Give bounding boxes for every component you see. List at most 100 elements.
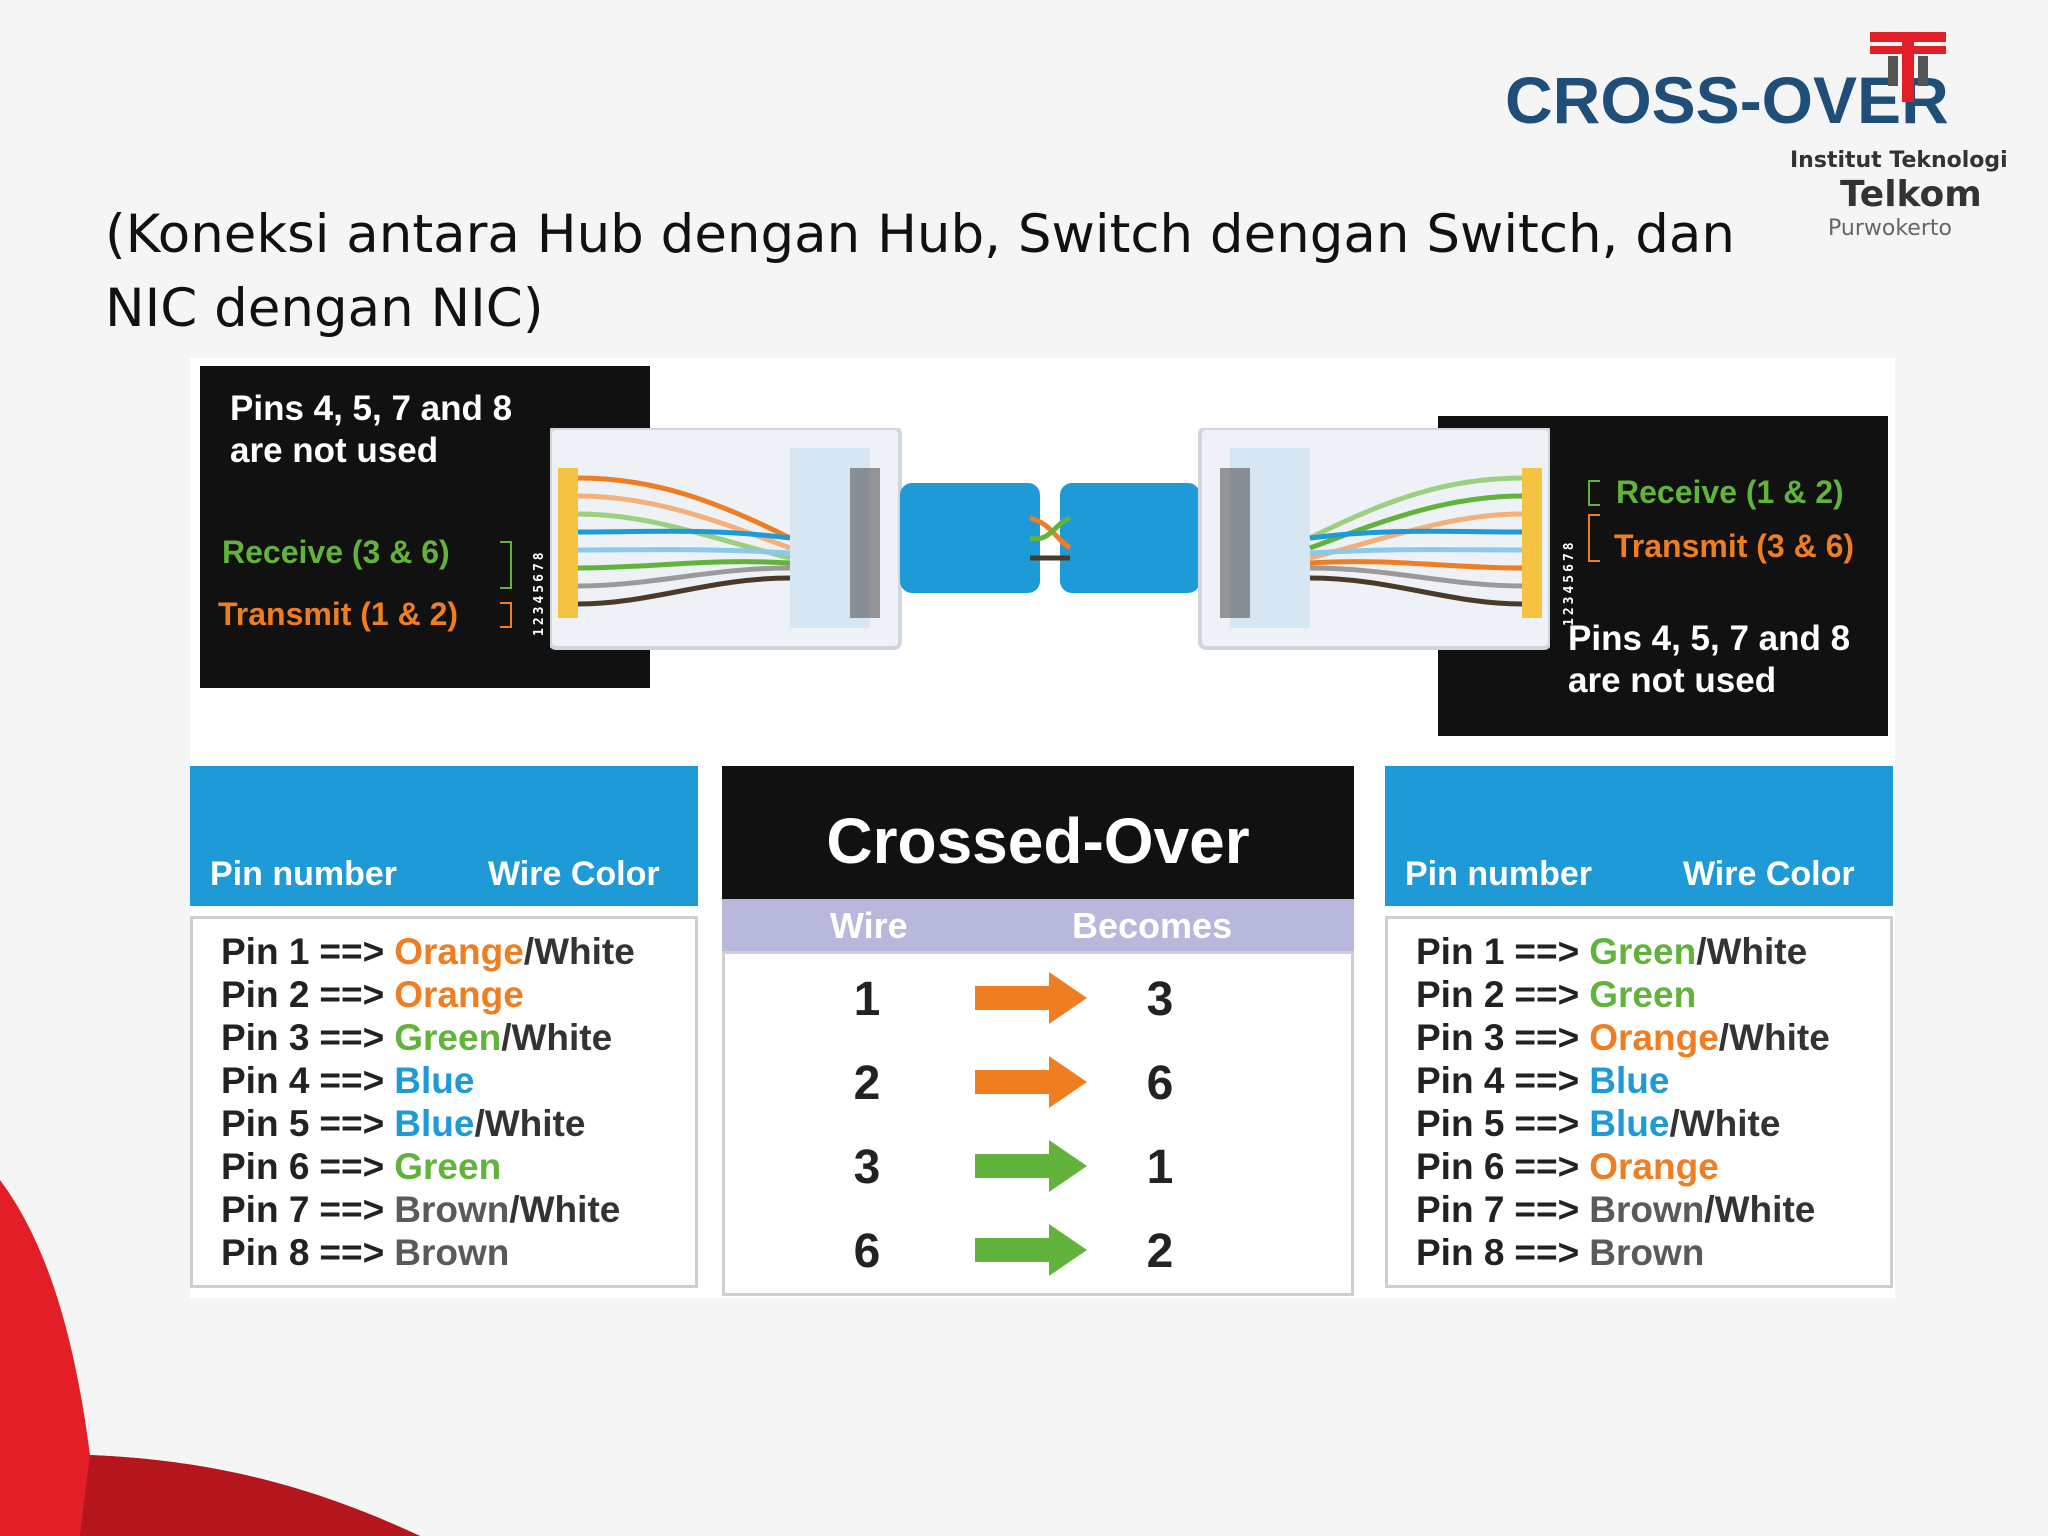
crossover-becomes-number: 1 bbox=[1146, 1141, 1174, 1194]
wire-color-suffix: /White bbox=[501, 1017, 613, 1058]
wire-color-name: Blue bbox=[1589, 1060, 1670, 1101]
pin-row: Pin 1==>Orange/White bbox=[221, 931, 635, 974]
slide-subtitle: (Koneksi antara Hub dengan Hub, Switch d… bbox=[105, 204, 1735, 339]
wire-color-name: Brown bbox=[1589, 1189, 1705, 1230]
crossover-cable-illustration bbox=[550, 428, 1550, 650]
crossover-wire-number: 3 bbox=[853, 1141, 881, 1194]
crossover-arrow-icon bbox=[975, 1224, 1087, 1276]
left-receive-bracket bbox=[500, 541, 512, 589]
pin-label: Pin 4 bbox=[221, 1060, 310, 1101]
crossover-becomes-number: 3 bbox=[1146, 973, 1174, 1026]
wire-color-suffix: /White bbox=[1704, 1189, 1816, 1230]
wire-color-name: Green bbox=[1589, 974, 1697, 1015]
pin-row: Pin 3==>Orange/White bbox=[1416, 1017, 1830, 1060]
wire-color-suffix: /White bbox=[523, 931, 635, 972]
pin-label: Pin 3 bbox=[1416, 1017, 1505, 1058]
pin-label: Pin 5 bbox=[221, 1103, 310, 1144]
right-header-pin-number: Pin number bbox=[1405, 855, 1593, 893]
pin-label: Pin 2 bbox=[221, 974, 310, 1015]
wire-color-name: Brown bbox=[1589, 1232, 1705, 1273]
pin-label: Pin 8 bbox=[221, 1232, 310, 1273]
crossover-col-wire: Wire bbox=[830, 905, 908, 946]
pin-row: Pin 7==>Brown/White bbox=[221, 1189, 620, 1232]
left-header-wire-color: Wire Color bbox=[488, 855, 660, 893]
wire-color-suffix: /White bbox=[1696, 931, 1808, 972]
right-header-wire-color: Wire Color bbox=[1683, 855, 1855, 893]
pin-row: Pin 2==>Orange bbox=[221, 974, 524, 1017]
right-transmit-label: Transmit (3 & 6) bbox=[1614, 528, 1855, 564]
wire-color-name: Orange bbox=[394, 931, 524, 972]
pin-row: Pin 8==>Brown bbox=[221, 1232, 509, 1275]
pin-arrow: ==> bbox=[1514, 1060, 1580, 1101]
wire-color-name: Green bbox=[394, 1017, 502, 1058]
crossover-header: Crossed-Over bbox=[722, 766, 1354, 899]
pin-label: Pin 2 bbox=[1416, 974, 1505, 1015]
wire-color-name: Blue bbox=[394, 1060, 475, 1101]
wire-color-name: Brown bbox=[394, 1232, 510, 1273]
crossover-arrow-icon bbox=[975, 972, 1087, 1024]
right-table-header: Pin number Wire Color bbox=[1385, 766, 1893, 906]
pin-arrow: ==> bbox=[319, 1189, 385, 1230]
right-receive-bracket bbox=[1588, 480, 1600, 506]
left-transmit-label: Transmit (1 & 2) bbox=[218, 596, 459, 632]
right-pin-numbers: 12345678 bbox=[1562, 539, 1577, 626]
telkom-logo-icon bbox=[1870, 32, 1946, 102]
left-header-pin-number: Pin number bbox=[210, 855, 398, 893]
logo-line2: Telkom bbox=[1840, 174, 1982, 215]
left-plug-label-box: Pins 4, 5, 7 and 8 are not used Receive … bbox=[200, 366, 650, 688]
pin-arrow: ==> bbox=[319, 931, 385, 972]
pin-arrow: ==> bbox=[1514, 1232, 1580, 1273]
wire-color-name: Green bbox=[1589, 931, 1697, 972]
crossover-arrow-icon bbox=[975, 1056, 1087, 1108]
pin-row: Pin 5==>Blue/White bbox=[221, 1103, 585, 1146]
right-receive-label: Receive (1 & 2) bbox=[1616, 474, 1844, 510]
left-pin-numbers: 12345678 bbox=[532, 549, 547, 636]
pin-row: Pin 3==>Green/White bbox=[221, 1017, 612, 1060]
pin-label: Pin 6 bbox=[1416, 1146, 1505, 1187]
pin-label: Pin 1 bbox=[1416, 931, 1505, 972]
telkom-logo: Institut Teknologi Telkom Purwokerto bbox=[1780, 22, 2020, 241]
pin-arrow: ==> bbox=[319, 1232, 385, 1273]
pin-row: Pin 2==>Green bbox=[1416, 974, 1696, 1017]
left-not-used-label: Pins 4, 5, 7 and 8 are not used bbox=[230, 389, 513, 470]
wire-color-name: Green bbox=[394, 1146, 502, 1187]
logo-line1: Institut Teknologi bbox=[1790, 148, 2008, 173]
left-transmit-bracket bbox=[500, 602, 512, 628]
wire-color-suffix: /White bbox=[1718, 1017, 1830, 1058]
wire-color-suffix: /White bbox=[509, 1189, 621, 1230]
crossover-arrow-icon bbox=[975, 1140, 1087, 1192]
pin-arrow: ==> bbox=[319, 1146, 385, 1187]
pin-arrow: ==> bbox=[319, 1103, 385, 1144]
crossover-subheader: Wire Becomes bbox=[722, 899, 1354, 951]
pin-label: Pin 7 bbox=[221, 1189, 310, 1230]
pin-label: Pin 8 bbox=[1416, 1232, 1505, 1273]
crossover-wire-number: 2 bbox=[853, 1057, 881, 1110]
right-plug-label-box: Receive (1 & 2) Transmit (3 & 6) 1234567… bbox=[1438, 416, 1888, 736]
slide-title: CROSS-OVER bbox=[1505, 63, 1949, 137]
wire-color-suffix: /White bbox=[1669, 1103, 1781, 1144]
logo-line3: Purwokerto bbox=[1828, 216, 1952, 241]
pin-arrow: ==> bbox=[1514, 974, 1580, 1015]
pin-arrow: ==> bbox=[1514, 1017, 1580, 1058]
right-not-used-label: Pins 4, 5, 7 and 8 are not used bbox=[1568, 619, 1851, 700]
pin-label: Pin 4 bbox=[1416, 1060, 1505, 1101]
wire-color-name: Blue bbox=[394, 1103, 475, 1144]
left-table-header: Pin number Wire Color bbox=[190, 766, 698, 906]
pin-arrow: ==> bbox=[319, 1017, 385, 1058]
pin-label: Pin 7 bbox=[1416, 1189, 1505, 1230]
wire-color-name: Orange bbox=[1589, 1017, 1719, 1058]
pin-arrow: ==> bbox=[1514, 1146, 1580, 1187]
pin-label: Pin 6 bbox=[221, 1146, 310, 1187]
pin-row: Pin 6==>Orange bbox=[1416, 1146, 1719, 1189]
wire-color-name: Orange bbox=[1589, 1146, 1719, 1187]
pin-label: Pin 1 bbox=[221, 931, 310, 972]
left-receive-label: Receive (3 & 6) bbox=[222, 534, 450, 570]
pin-row: Pin 6==>Green bbox=[221, 1146, 501, 1189]
pin-row: Pin 8==>Brown bbox=[1416, 1232, 1704, 1275]
crossover-figure: Pins 4, 5, 7 and 8 are not used Receive … bbox=[190, 358, 1895, 1298]
wire-color-name: Blue bbox=[1589, 1103, 1670, 1144]
